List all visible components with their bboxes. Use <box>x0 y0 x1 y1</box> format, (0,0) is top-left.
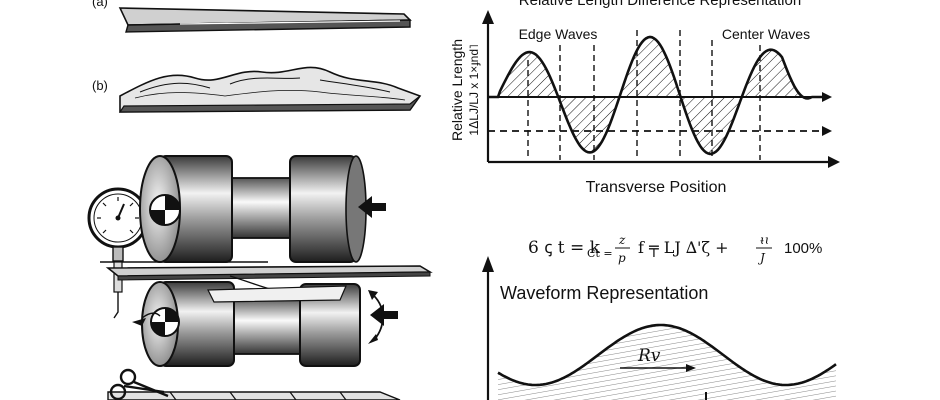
label-a: (a) <box>92 0 108 9</box>
force-arrow-icon <box>370 304 398 326</box>
formula-fraction-num: z <box>618 233 626 247</box>
length-difference-graph: Relative Length Difference Representatio… <box>449 0 840 196</box>
top-graph-guides <box>527 30 761 160</box>
wavy-strip <box>118 66 422 113</box>
adjust-arrow-icon <box>368 290 384 344</box>
label-b: (b) <box>92 78 108 93</box>
top-graph-title: Relative Length Difference Representatio… <box>519 0 801 9</box>
formula-fraction-den: p <box>618 251 626 265</box>
rv-annotation: Rv <box>637 346 661 366</box>
lower-roll <box>132 281 361 367</box>
bottom-graph-title: Waveform Representation <box>500 283 708 303</box>
formula-percent: 100% <box>784 240 822 257</box>
formula-fraction2-den: J <box>757 251 766 265</box>
edge-waves-label: Edge Waves <box>519 26 598 42</box>
formula-fraction2-num: ᵼɩ <box>760 233 769 247</box>
waveform-graph: Waveform Representation Rv <box>482 256 837 400</box>
top-graph-ylabel-units: 1ᐃLJ/LJ x 1×ɟnd˥ <box>467 44 481 135</box>
center-waves-label: Center Waves <box>722 26 810 42</box>
force-arrow-icon <box>358 196 386 218</box>
cut-pieces <box>107 391 401 400</box>
top-graph-ylabel: Relative Lrength <box>449 39 465 141</box>
waveform-shaded-area <box>498 325 836 400</box>
wave-hatched-area <box>488 37 826 154</box>
formula: 6 ꞔ t = k Ct = z p f ╤ LJ ∆'ζ + ᵼɩ J 100… <box>528 233 822 265</box>
waveform-curve <box>497 323 837 387</box>
wave-curve <box>488 35 826 156</box>
upper-roll <box>139 155 367 263</box>
formula-lead: 6 ꞔ t = k <box>528 238 601 258</box>
top-graph-xlabel: Transverse Position <box>586 179 727 196</box>
formula-mid: f ╤ LJ ∆'ζ + <box>638 238 729 257</box>
metal-sheet <box>105 265 433 298</box>
scissors-icon <box>109 368 169 400</box>
flat-strip <box>118 7 412 33</box>
formula-subscript: Ct = <box>587 247 613 260</box>
